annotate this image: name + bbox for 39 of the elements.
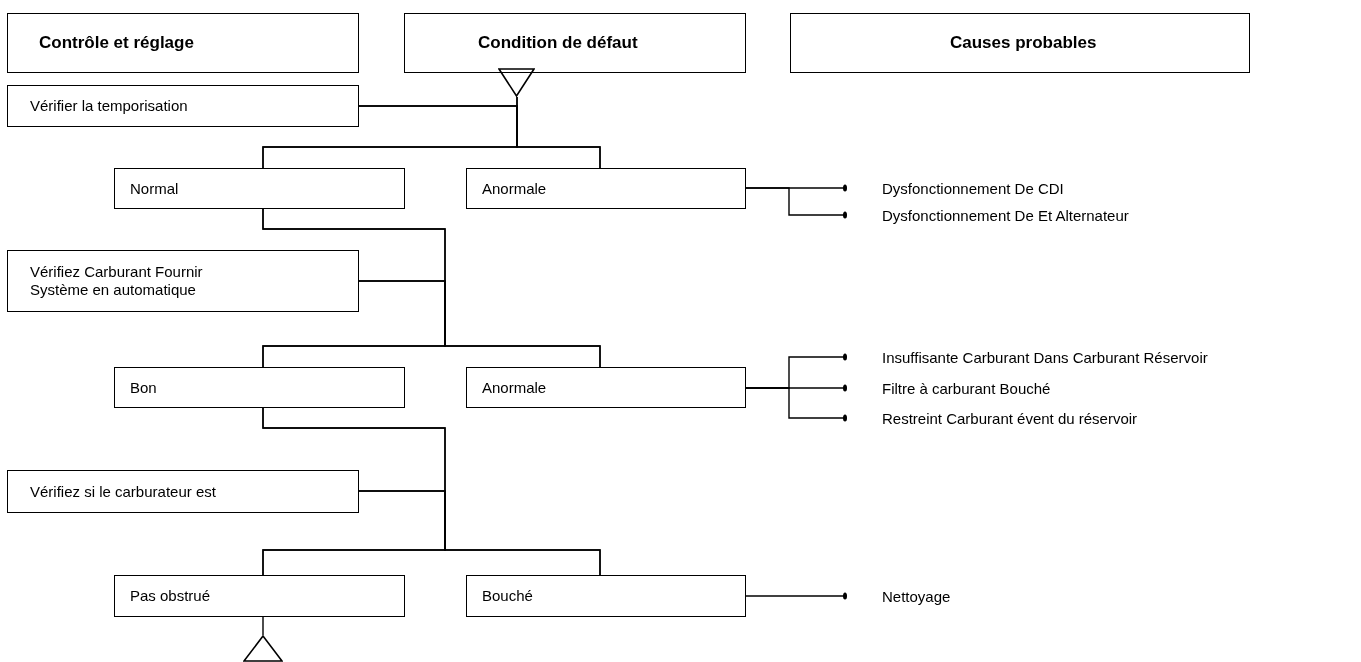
cause-text: Dysfonctionnement De CDI: [846, 178, 1336, 198]
step-box: [466, 367, 746, 408]
step-label: Bon: [130, 378, 157, 397]
step-box: [114, 575, 405, 617]
step-label: Bouché: [482, 587, 533, 605]
cause-text: Nettoyage: [846, 586, 1336, 606]
connector-line: [358, 280, 601, 368]
header-box: [404, 13, 746, 73]
step-box: [7, 85, 359, 127]
off-page-connector-triangle: [243, 635, 283, 662]
connector-line: [262, 616, 264, 636]
column-heading: Condition de défaut: [478, 33, 638, 53]
step-box: [7, 250, 359, 312]
step-label: Vérifiez Carburant Fournir Système en automatique: [30, 263, 204, 299]
step-label: Pas obstrué: [130, 587, 211, 605]
step-box: [114, 168, 405, 209]
step-box: [466, 575, 746, 617]
header-box: [790, 13, 1250, 73]
step-box: [7, 470, 359, 513]
column-heading: Contrôle et réglage: [39, 33, 194, 53]
step-label: Anormale: [482, 179, 547, 198]
connector-line: [358, 490, 601, 576]
connector-line: [358, 105, 601, 169]
step-label: Anormale: [482, 378, 547, 397]
step-label: Normal: [130, 179, 179, 198]
header-box: [7, 13, 359, 73]
connector-line: [745, 187, 847, 219]
cause-text: Restreint Carburant évent du réservoir: [846, 408, 1336, 428]
step-box: [114, 367, 405, 408]
cause-text: Insuffisante Carburant Dans Carburant Réservoir: [846, 347, 1361, 367]
cause-text: Filtre à carburant Bouché: [846, 378, 1336, 398]
step-label: Vérifier la temporisation: [30, 97, 188, 115]
step-box: [466, 168, 746, 209]
cause-text: Dysfonctionnement De Et Alternateur: [846, 205, 1336, 225]
off-page-connector-triangle: [498, 68, 535, 97]
step-label: Vérifiez si le carburateur est: [30, 482, 216, 501]
column-heading: Causes probables: [950, 33, 1097, 53]
connector-line: [745, 387, 847, 422]
connector-line: [745, 592, 847, 600]
